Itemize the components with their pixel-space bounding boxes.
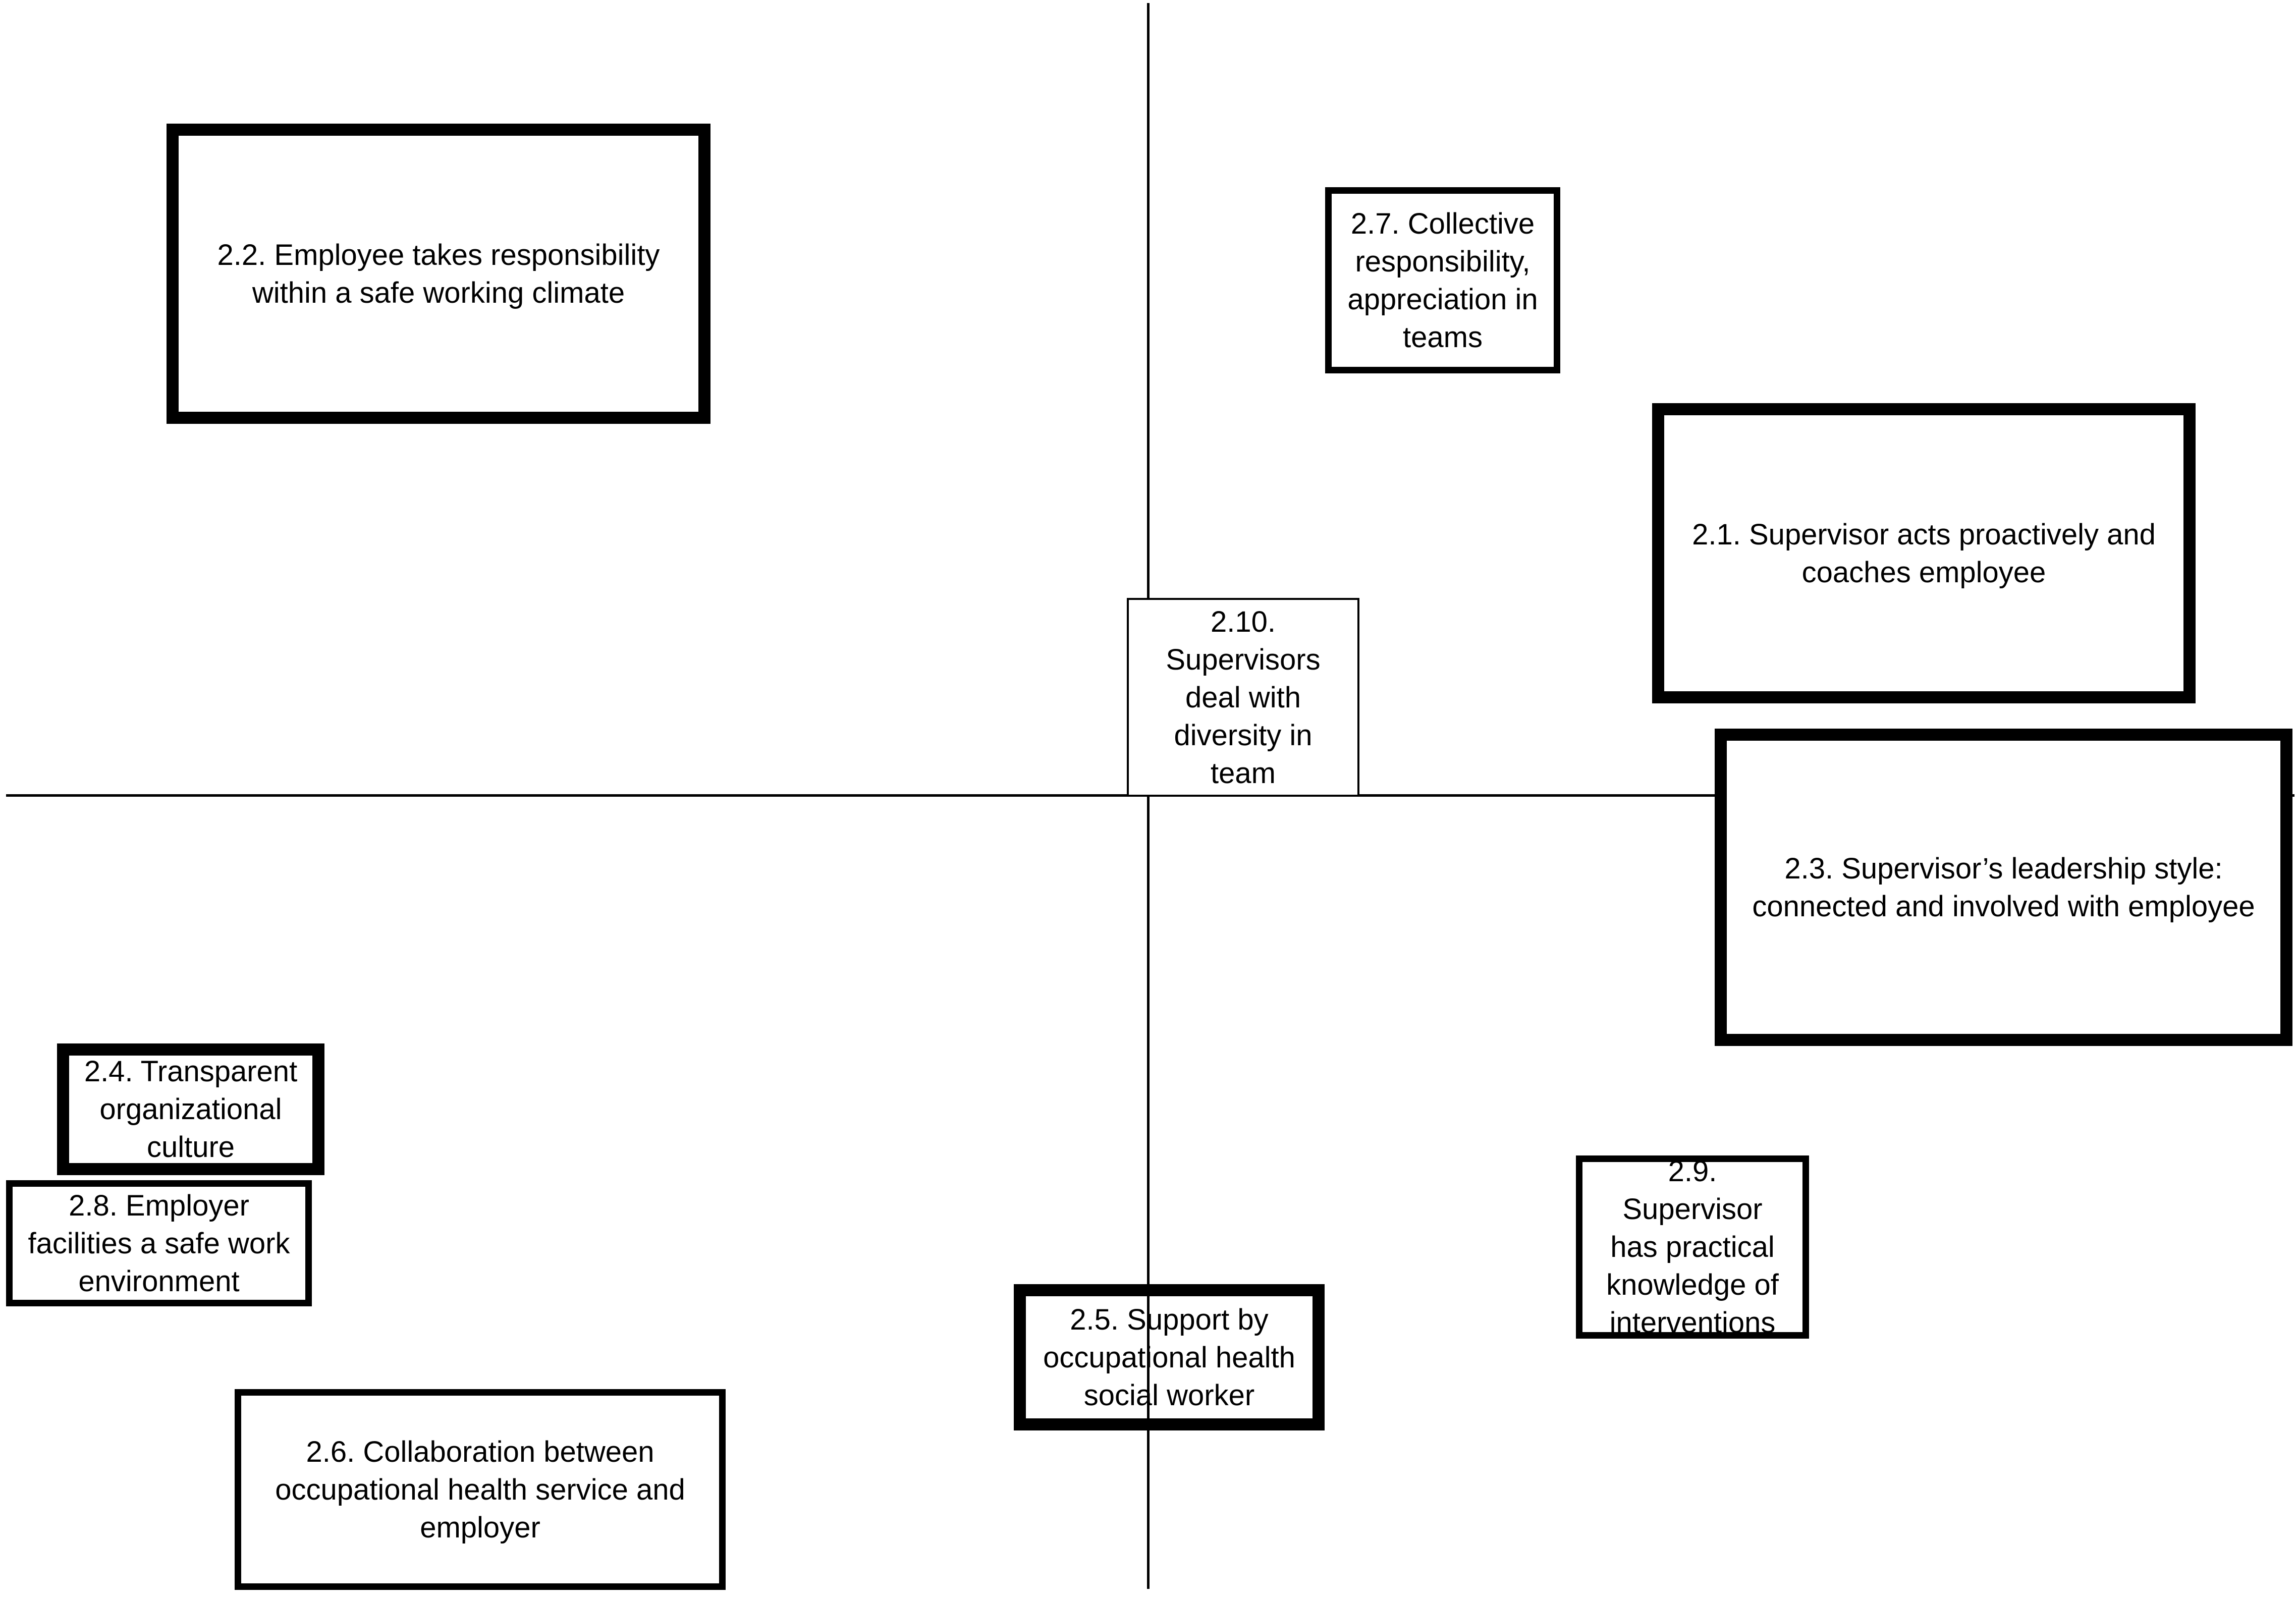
factor-box-2-10-label: 2.10. Supervisors deal with diversity in… (1166, 605, 1321, 790)
factor-box-2-5: 2.5. Support by occupational health soci… (1014, 1284, 1325, 1430)
factor-box-2-8-label: 2.8. Employer facilities a safe work env… (28, 1189, 290, 1298)
factor-box-2-3-label: 2.3. Supervisor’s leadership style: conn… (1752, 852, 2255, 923)
factor-box-2-1: 2.1. Supervisor acts proactively and coa… (1652, 403, 2196, 703)
factor-box-2-7: 2.7. Collective responsibility, apprecia… (1325, 187, 1560, 373)
factor-box-2-7-label: 2.7. Collective responsibility, apprecia… (1347, 207, 1538, 354)
factor-box-2-2-label: 2.2. Employee takes responsibility withi… (217, 238, 660, 309)
factor-box-2-9: 2.9. Supervisor has practical knowledge … (1576, 1155, 1809, 1339)
factor-box-2-6: 2.6. Collaboration between occupational … (235, 1389, 726, 1590)
factor-box-2-1-label: 2.1. Supervisor acts proactively and coa… (1692, 518, 2156, 589)
factor-box-2-5-label: 2.5. Support by occupational health soci… (1043, 1303, 1295, 1412)
factor-box-2-3: 2.3. Supervisor’s leadership style: conn… (1715, 729, 2292, 1046)
factor-box-2-6-label: 2.6. Collaboration between occupational … (275, 1435, 685, 1544)
factor-box-2-10: 2.10. Supervisors deal with diversity in… (1127, 598, 1359, 797)
factor-box-2-8: 2.8. Employer facilities a safe work env… (6, 1180, 312, 1306)
factor-box-2-9-label: 2.9. Supervisor has practical knowledge … (1606, 1155, 1779, 1339)
factor-box-2-4-label: 2.4. Transparent organizational culture (84, 1055, 298, 1164)
factor-box-2-4: 2.4. Transparent organizational culture (57, 1043, 324, 1175)
factor-box-2-2: 2.2. Employee takes responsibility withi… (167, 124, 710, 424)
